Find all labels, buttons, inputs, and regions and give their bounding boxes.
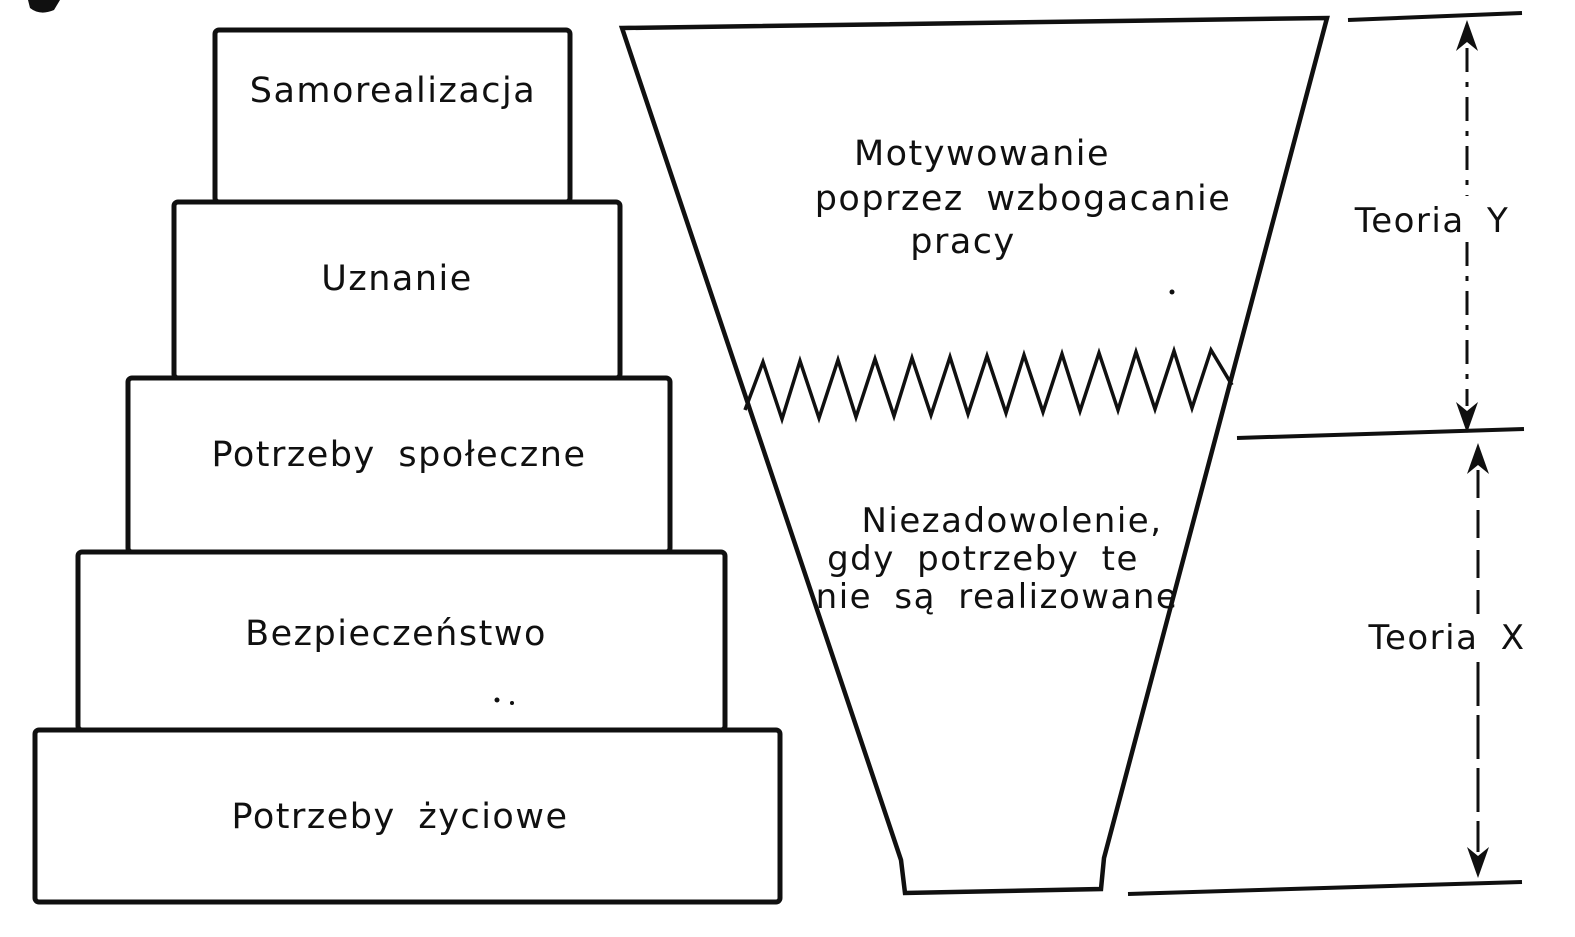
theory-y-top-line	[1347, 11, 1523, 22]
pyramid-level-label-potrzeby-spoleczne: Potrzeby społeczne	[211, 435, 586, 475]
funnel-lower-text-line2: gdy potrzeby te	[827, 539, 1139, 579]
needs-pyramid: Samorealizacja Uznanie Potrzeby społeczn…	[32, 27, 783, 905]
funnel-upper-text-line2: poprzez wzbogacanie	[815, 179, 1232, 219]
scan-noise-dot	[510, 701, 514, 705]
pyramid-level-label-uznanie: Uznanie	[321, 259, 473, 299]
theory-y-arrowhead-down-icon	[1456, 402, 1478, 433]
motivation-funnel: Motywowanie poprzez wzbogacanie pracy Ni…	[618, 15, 1330, 896]
pyramid-level-label-samorealizacja: Samorealizacja	[250, 71, 536, 111]
theory-annotations: Teoria Y Teoria X	[1127, 11, 1525, 896]
theory-y-arrowhead-up-icon	[1456, 20, 1478, 51]
funnel-upper-text-line3: pracy	[910, 222, 1016, 262]
scan-noise-dot	[494, 697, 500, 703]
theory-x-label: Teoria X	[1367, 618, 1525, 658]
pyramid-level-label-potrzeby-zyciowe: Potrzeby życiowe	[232, 797, 569, 837]
theory-x-bottom-line	[1127, 880, 1523, 896]
theory-x-arrowhead-up-icon	[1467, 443, 1489, 474]
theory-x-arrowhead-down-icon	[1467, 847, 1489, 878]
pyramid-level-label-bezpieczenstwo: Bezpieczeństwo	[245, 614, 547, 654]
funnel-lower-text-line3: nie są realizowane	[816, 577, 1179, 617]
theory-xy-divider-line	[1236, 427, 1525, 440]
funnel-zigzag-divider	[743, 345, 1234, 425]
theory-y-label: Teoria Y	[1354, 201, 1510, 241]
pyramid-level-box-potrzeby-zyciowe	[32, 727, 783, 905]
scan-artifact-blob	[28, 0, 60, 13]
pyramid-level-box-samorealizacja	[212, 27, 573, 205]
funnel-upper-text-line1: Motywowanie	[854, 134, 1110, 174]
funnel-outline	[618, 15, 1330, 896]
scan-noise-dot	[1169, 289, 1175, 295]
funnel-lower-text-line1: Niezadowolenie,	[861, 501, 1162, 541]
